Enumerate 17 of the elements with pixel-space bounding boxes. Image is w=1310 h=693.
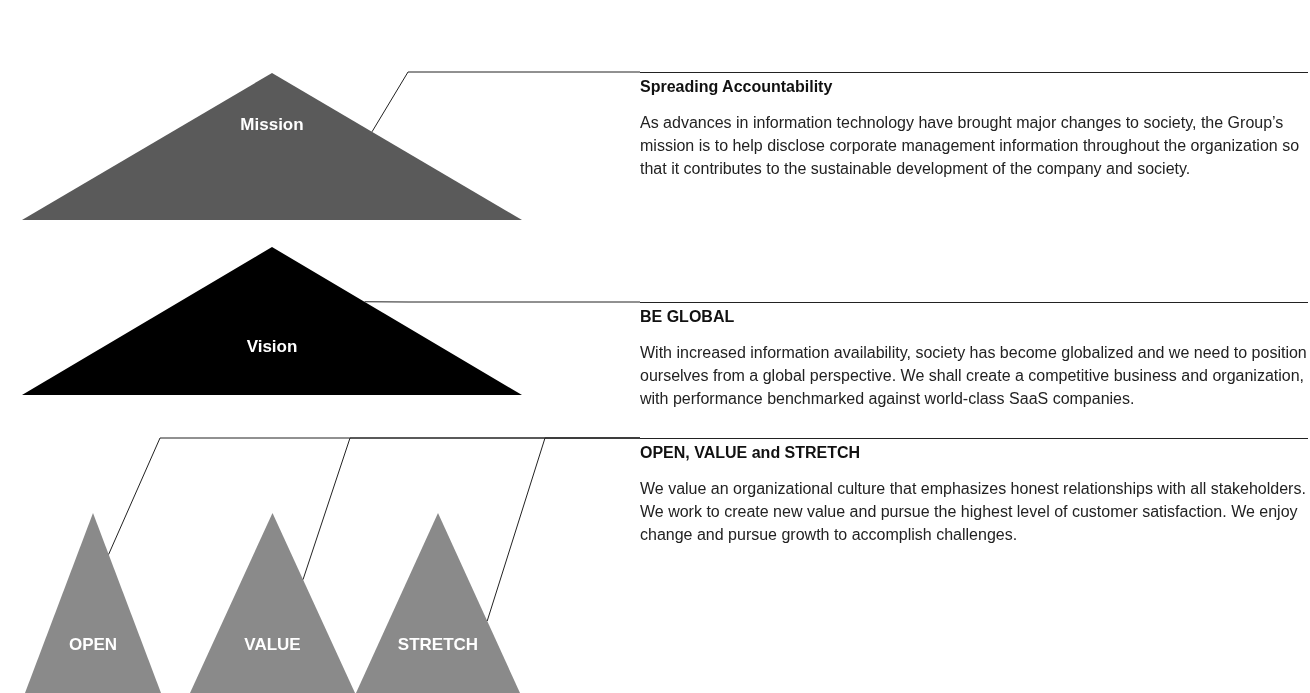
- triangle-label: STRETCH: [397, 635, 479, 656]
- heading: BE GLOBAL: [640, 307, 736, 327]
- paragraph: As advances in information technology have brought major changes to society, the Group’s mission is to help disclose corporate management information throughout the organization so that it contributes to the sustainable development of the company and society.: [640, 113, 1301, 179]
- paragraph: With increased information availability, society has become globalized and we need to position ourselves from a global perspective. We shall create a competitive business and organization, with performance benchmarked against world-class SaaS companies.: [640, 343, 1308, 409]
- triangle-label: Mission: [240, 114, 304, 135]
- text-panel: [640, 438, 1308, 546]
- leader-line: [486, 437, 641, 622]
- triangle-label: VALUE: [244, 635, 301, 656]
- text-panel: [640, 302, 1308, 410]
- text-panel: [640, 72, 1308, 180]
- heading: Spreading Accountability: [640, 77, 834, 97]
- paragraph: We value an organizational culture that emphasizes honest relationships with all stakeholders. We work to create new value and pursue the highest level of customer satisfaction. We enjoy change and pursue growth to accomplish challenges.: [640, 479, 1307, 545]
- triangle-label: Vision: [246, 336, 298, 357]
- heading: OPEN, VALUE and STRETCH: [640, 443, 862, 463]
- triangle-label: OPEN: [68, 635, 118, 656]
- leader-line: [371, 71, 641, 133]
- leader-line: [364, 301, 641, 303]
